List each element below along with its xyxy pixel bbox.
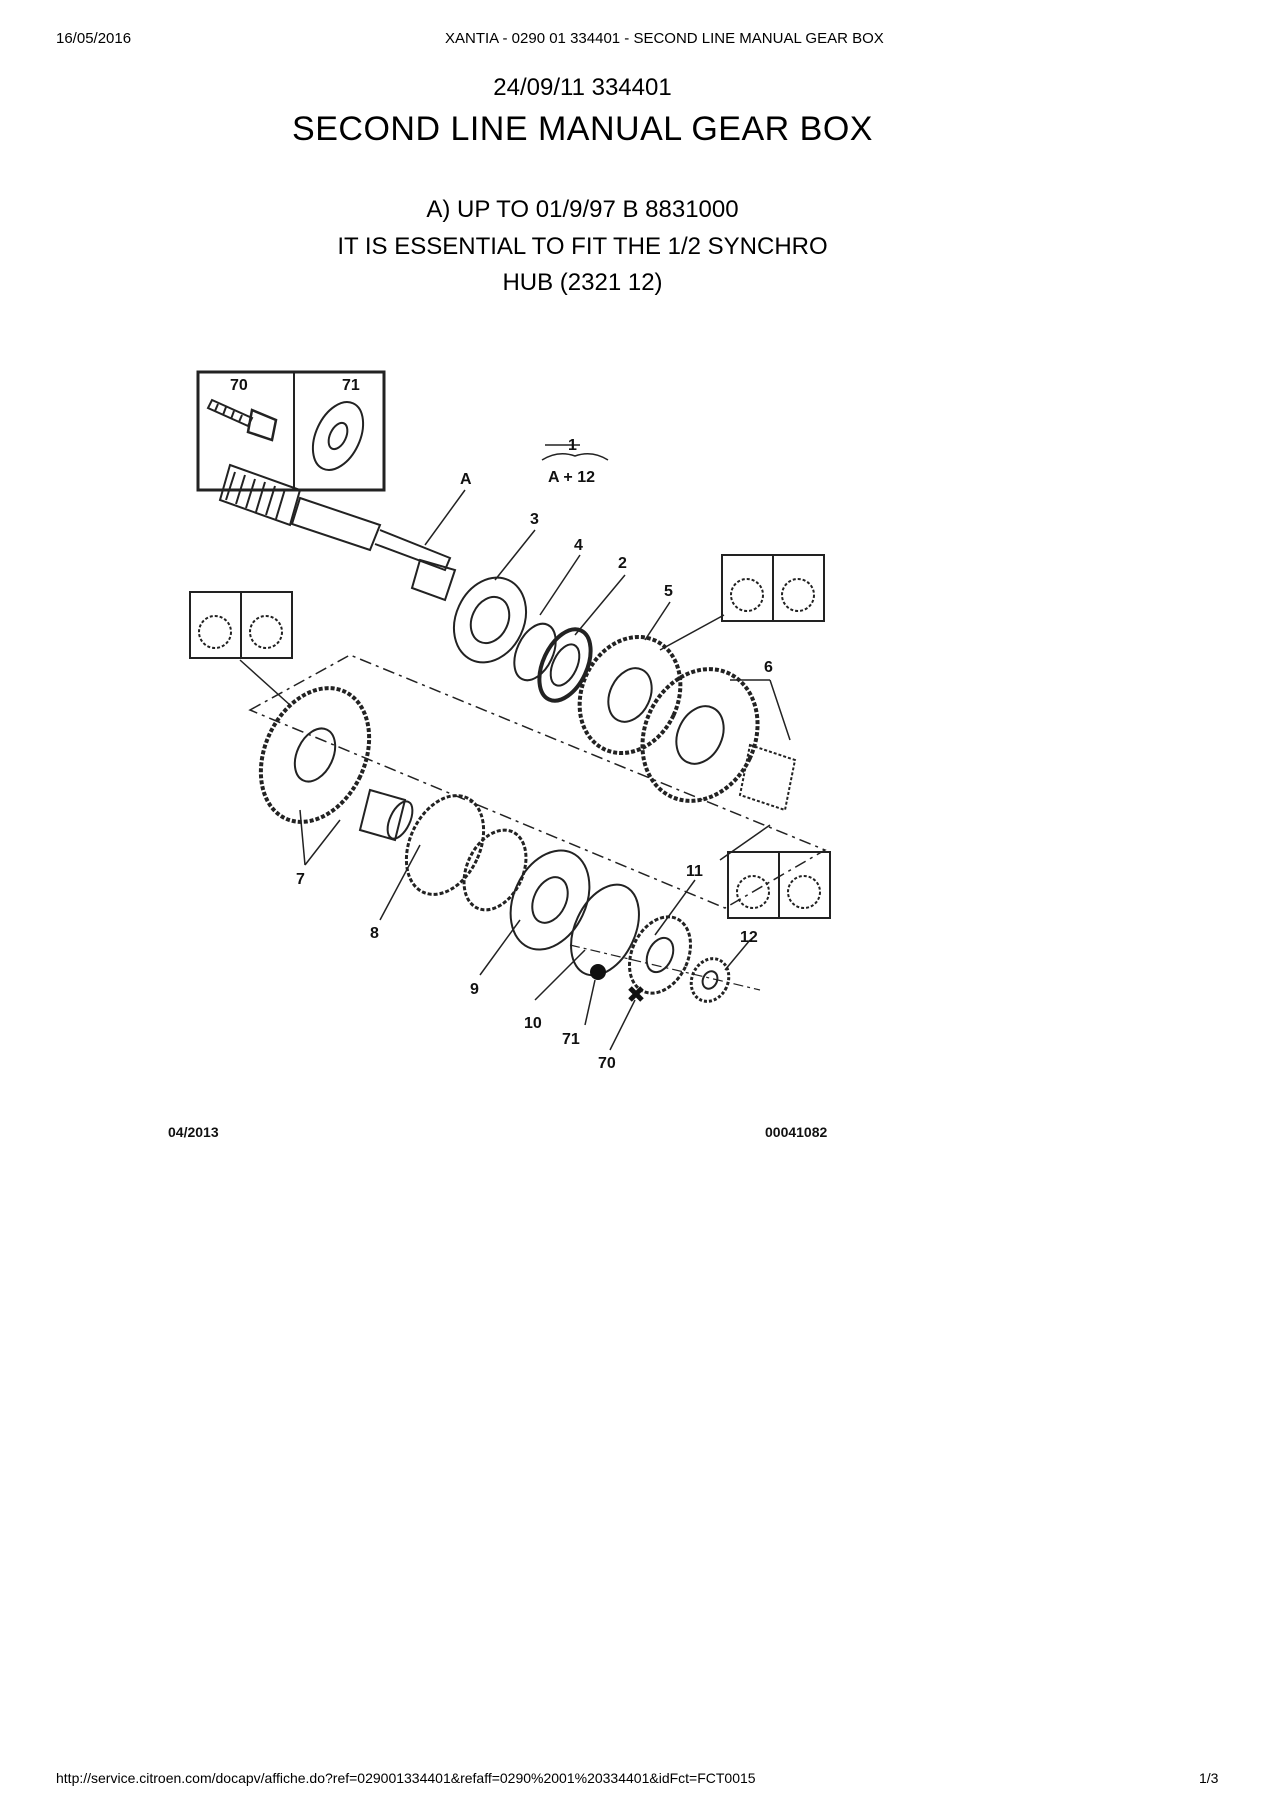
synchro-6 [640,667,797,812]
nut-12 [689,957,731,1003]
bolt-marker-icon [628,986,644,1002]
group-formula: A + 12 [548,469,595,486]
print-date: 16/05/2016 [56,30,132,47]
synchro-indicator-top-right [721,554,825,622]
callout-70: 70 [598,1055,616,1072]
circlip-4 [513,622,557,682]
washer-marker-icon [590,964,606,980]
gear-5 [577,634,683,756]
inset-label-70: 70 [230,377,248,394]
callout-7: 7 [296,871,305,888]
callout-2: 2 [618,555,627,572]
footer-url: http://service.citroen.com/docapv/affich… [56,1770,756,1786]
ring-10 [570,883,640,977]
gearbox-exploded-diagram: 70 71 1 A + 12 A 3 4 2 5 6 7 8 9 10 11 1… [168,360,980,1320]
callout-6: 6 [764,659,773,676]
gear-8 [404,794,528,912]
inset-label-71: 71 [342,377,360,394]
gear-11 [628,915,692,995]
bearing-9 [509,849,591,951]
callout-12: 12 [740,929,758,946]
print-header-title: XANTIA - 0290 01 334401 - SECOND LINE MA… [445,30,884,47]
callout-5: 5 [664,583,673,600]
diagram-date-code: 04/2013 [168,1124,219,1140]
bearing-3 [453,576,527,664]
sleeve-7 [358,788,414,842]
group-label: 1 [568,437,577,454]
callout-9: 9 [470,981,479,998]
washer-icon [311,401,365,471]
note-line-2: IT IS ESSENTIAL TO FIT THE 1/2 SYNCHRO [337,233,828,260]
callout-4: 4 [574,537,583,554]
parts-inset-box [196,370,386,492]
document-title: SECOND LINE MANUAL GEAR BOX [292,110,873,148]
callout-3: 3 [530,511,539,528]
footer-page-number: 1/3 [1199,1770,1219,1786]
synchro-indicator-bottom-right [727,851,831,919]
gear-7 [258,686,372,824]
note-line-3: HUB (2321 12) [502,269,663,296]
assembly-enclosure [248,654,827,909]
note-line-1: A) UP TO 01/9/97 B 8831000 [426,196,739,223]
callout-A: A [460,471,472,488]
callout-71: 71 [562,1031,580,1048]
callout-10: 10 [524,1015,542,1032]
callout-8: 8 [370,925,379,942]
drawing-number: 00041082 [765,1124,828,1140]
document-reference: 24/09/11 334401 [493,74,672,101]
bolt-icon [206,398,278,442]
synchro-indicator-left [189,591,293,659]
main-shaft [218,463,457,602]
callout-11: 11 [686,863,703,880]
